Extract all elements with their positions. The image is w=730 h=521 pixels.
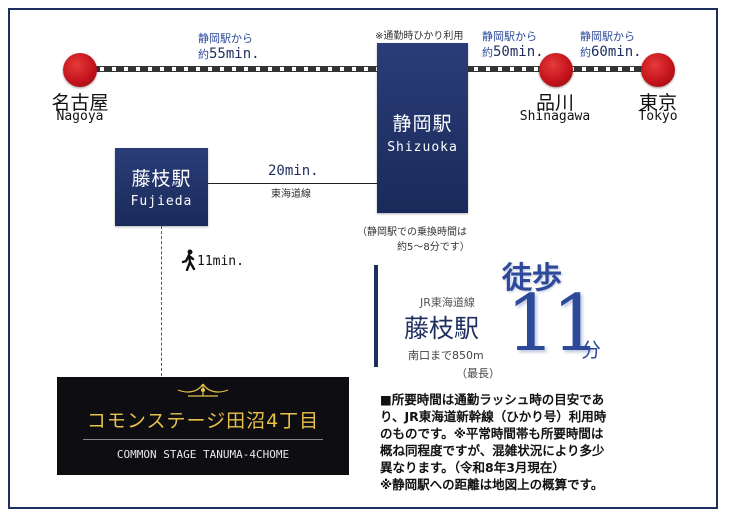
walk-accent-bar	[374, 265, 378, 367]
time-to-nagoya: 静岡駅から 約55min.	[198, 30, 260, 62]
walk-minutes-unit: 分	[581, 338, 601, 362]
info-line: り、JR東海道新幹線（ひかり号）利用時	[380, 409, 607, 424]
info-line: 異なります。（令和8年3月現在）	[380, 460, 565, 475]
station-label-nagoya-en: Nagoya	[56, 109, 104, 124]
property-banner: コモンステージ田沼4丁目 COMMON STAGE TANUMA-4CHOME	[57, 377, 349, 475]
time-to-nagoya-from: 静岡駅から	[198, 32, 253, 45]
station-label-tokyo: 東京	[638, 92, 677, 114]
ornament-icon	[57, 382, 349, 402]
walk-max-label: （最長）	[456, 367, 500, 380]
info-text: ■所要時間は通勤ラッシュ時の目安であ り、JR東海道新幹線（ひかり号）利用時 の…	[380, 391, 710, 493]
shinkansen-line-west	[80, 66, 380, 72]
walk-station-label: 藤枝駅	[404, 314, 480, 343]
time-to-tokyo-prefix: 約	[580, 46, 591, 59]
transfer-note-2: 約5〜8分です）	[397, 242, 470, 253]
station-label-shinagawa-en: Shinagawa	[519, 109, 591, 124]
station-box-shizuoka-en: Shizuoka	[387, 140, 458, 155]
walk-route-time: 11min.	[197, 254, 244, 269]
walk-line-label: JR東海道線	[420, 296, 475, 309]
transfer-note-1: （静岡駅での乗換時間は	[357, 227, 467, 238]
walk-minutes: 11	[506, 279, 601, 369]
info-line: 概ね同程度ですが、混雑状況により多少	[380, 443, 605, 458]
station-label-tokyo-en: Tokyo	[638, 109, 678, 124]
tokaido-line	[208, 183, 377, 184]
info-line: ※静岡駅への距離は地図上の概算です。	[380, 477, 604, 492]
time-to-shinagawa-value: 50min.	[493, 44, 544, 60]
station-box-fujieda: 藤枝駅 Fujieda	[115, 148, 208, 226]
walk-label: 徒歩	[502, 261, 562, 296]
info-line: ■所要時間は通勤ラッシュ時の目安であ	[380, 392, 605, 407]
time-to-tokyo-value: 60min.	[591, 44, 642, 60]
station-label-nagoya: 名古屋	[51, 92, 109, 114]
property-name: コモンステージ田沼4丁目	[86, 410, 320, 432]
time-to-tokyo: 静岡駅から 約60min.	[580, 28, 642, 60]
property-divider	[83, 439, 323, 440]
station-dot-tokyo	[641, 53, 675, 87]
time-to-shinagawa: 静岡駅から 約50min.	[482, 28, 544, 60]
time-to-nagoya-value: 55min.	[209, 46, 260, 62]
walk-exit-label: 南口まで850m	[408, 349, 484, 362]
station-box-fujieda-en: Fujieda	[130, 194, 193, 209]
time-to-shinagawa-prefix: 約	[482, 46, 493, 59]
info-line: のものです。※平常時間帯も所要時間は	[380, 426, 604, 441]
station-label-shinagawa: 品川	[535, 92, 574, 114]
station-dot-shinagawa	[539, 53, 573, 87]
map-frame	[8, 8, 718, 509]
station-box-fujieda-ja: 藤枝駅	[131, 168, 192, 190]
property-name-en: COMMON STAGE TANUMA-4CHOME	[116, 448, 290, 461]
walk-route-line	[161, 226, 162, 376]
time-to-shinagawa-from: 静岡駅から	[482, 30, 537, 43]
time-to-tokyo-from: 静岡駅から	[580, 30, 635, 43]
station-dot-nagoya	[63, 53, 97, 87]
tokaido-time: 20min.	[268, 163, 319, 179]
walking-person-icon	[181, 249, 197, 275]
hikari-note: ※通勤時ひかり利用	[375, 31, 464, 42]
station-box-shizuoka-ja: 静岡駅	[392, 113, 453, 135]
station-box-shizuoka: 静岡駅 Shizuoka	[377, 43, 468, 213]
time-to-nagoya-prefix: 約	[198, 48, 209, 61]
tokaido-line-label: 東海道線	[271, 189, 311, 200]
